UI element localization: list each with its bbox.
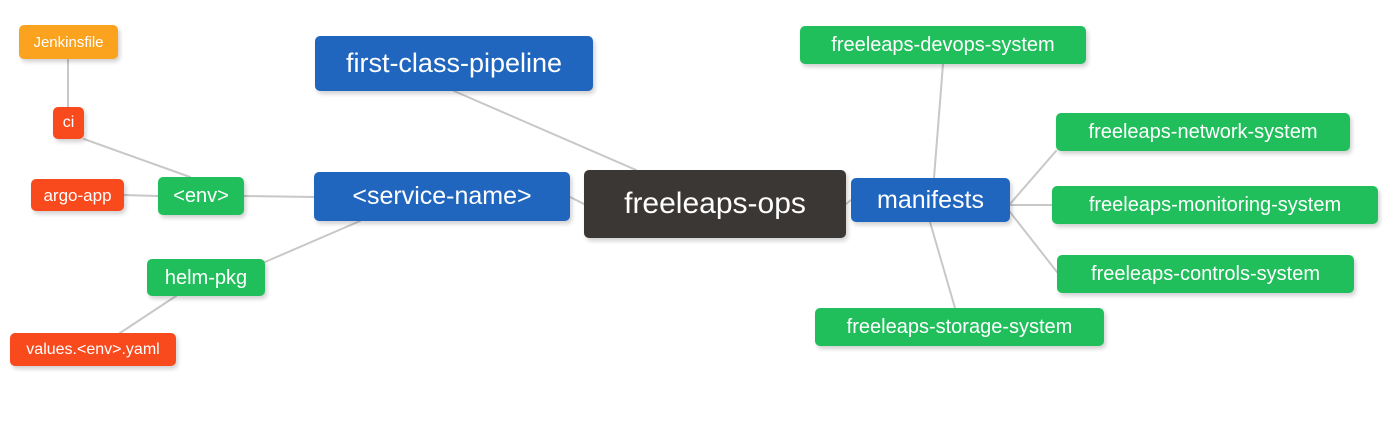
mindmap-node-helm[interactable]: helm-pkg (147, 259, 265, 296)
mindmap-node-network[interactable]: freeleaps-network-system (1056, 113, 1350, 151)
edge-service-to-helm (264, 220, 361, 263)
node-label: <env> (173, 185, 229, 207)
mindmap-node-storage[interactable]: freeleaps-storage-system (815, 308, 1104, 346)
node-label: freeleaps-monitoring-system (1088, 194, 1342, 216)
mindmap-node-argo[interactable]: argo-app (31, 179, 124, 211)
mindmap-node-ci[interactable]: ci (53, 107, 84, 139)
edge-root-to-pipeline (453, 90, 637, 171)
edge-service-to-env (243, 195, 315, 198)
node-label: helm-pkg (164, 266, 248, 289)
edge-env-to-argo (123, 194, 159, 197)
node-label: Jenkinsfile (33, 33, 104, 51)
mindmap-node-jenkins[interactable]: Jenkinsfile (19, 25, 118, 59)
node-label: freeleaps-devops-system (831, 34, 1055, 56)
edge-manifests-to-devops (933, 63, 944, 179)
edge-manifests-to-storage (929, 221, 956, 309)
edge-env-to-ci (83, 138, 191, 178)
node-label: freeleaps-controls-system (1091, 263, 1320, 285)
edge-manifests-to-controls (1009, 211, 1058, 273)
node-label: freeleaps-network-system (1088, 121, 1318, 143)
edge-manifests-to-network (1009, 150, 1057, 205)
node-label: values.<env>.yaml (26, 340, 160, 358)
mindmap-node-manifests[interactable]: manifests (851, 178, 1010, 222)
mindmap-node-service[interactable]: <service-name> (314, 172, 570, 221)
node-label: <service-name> (352, 182, 532, 210)
edge-helm-to-values (119, 295, 177, 334)
node-label: argo-app (43, 185, 112, 205)
node-label: ci (62, 114, 75, 131)
mindmap-node-env[interactable]: <env> (158, 177, 244, 215)
mindmap-node-root[interactable]: freeleaps-ops (584, 170, 846, 238)
node-label: manifests (877, 185, 984, 214)
node-label: freeleaps-storage-system (846, 316, 1073, 338)
mindmap-node-monitoring[interactable]: freeleaps-monitoring-system (1052, 186, 1378, 224)
mindmap-node-controls[interactable]: freeleaps-controls-system (1057, 255, 1354, 293)
mindmap-node-pipeline[interactable]: first-class-pipeline (315, 36, 593, 91)
node-label: freeleaps-ops (624, 187, 806, 220)
mindmap-node-values[interactable]: values.<env>.yaml (10, 333, 176, 366)
node-label: first-class-pipeline (345, 48, 563, 78)
edge-root-to-service (569, 196, 585, 205)
mindmap-node-devops[interactable]: freeleaps-devops-system (800, 26, 1086, 64)
